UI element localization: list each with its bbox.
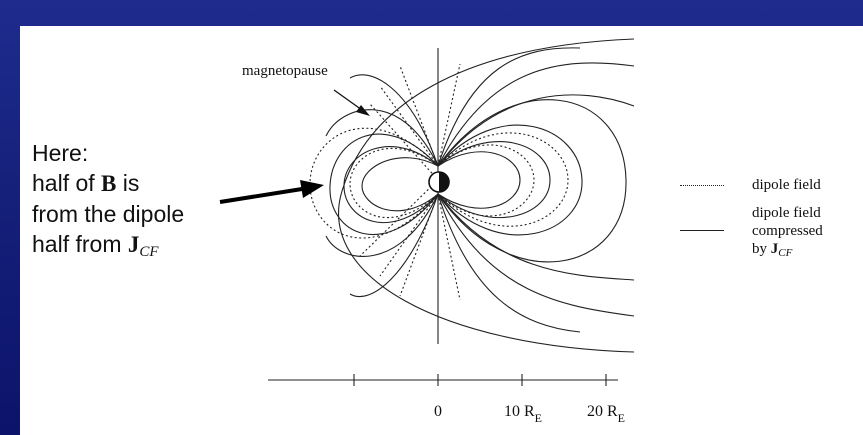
callout-line-4-pre: half from — [32, 231, 128, 257]
axis-tick-20re-sub: E — [617, 411, 626, 425]
callout-line-2: half of B is — [32, 168, 184, 199]
axis-tick-20re-text: 20 R — [587, 403, 618, 420]
magnetosphere-diagram — [219, 38, 635, 386]
legend-dotted-swatch — [680, 185, 724, 186]
callout-j-subscript: CF — [139, 244, 159, 260]
legend-j-subscript: CF — [778, 247, 793, 259]
magnetopause-label: magnetopause — [242, 63, 328, 79]
legend-compressed-line-2: compressed — [752, 223, 823, 239]
distance-axis — [268, 374, 618, 386]
callout-arrow — [219, 180, 324, 204]
legend-compressed-line-3: by JCF — [752, 240, 823, 262]
callout-j-symbol: J — [127, 232, 140, 257]
legend-j-symbol: J — [770, 241, 779, 257]
magnetopause-pointer-arrow — [333, 89, 370, 116]
compressed-field-lines — [325, 47, 635, 333]
callout-line-1: Here: — [32, 140, 89, 166]
earth-dipole — [428, 171, 450, 193]
slide-canvas: magnetopause 0 10 RE 20 RE Here: half of… — [20, 26, 863, 435]
axis-tick-10re-sub: E — [534, 411, 543, 425]
legend-compressed-by: by — [752, 241, 771, 257]
axis-tick-zero: 0 — [434, 403, 442, 420]
callout-line-2-post: is — [116, 170, 140, 196]
legend-item-compressed: dipole field compressed by JCF — [672, 204, 823, 262]
magnetopause-boundary — [338, 38, 635, 353]
legend-solid-swatch — [680, 230, 724, 231]
axis-tick-20re: 20 RE — [587, 403, 625, 426]
axis-tick-10re: 10 RE — [504, 403, 542, 426]
legend-item-dipole: dipole field — [672, 176, 823, 194]
legend-dipole-label: dipole field — [752, 177, 821, 193]
callout-line-2-pre: half of — [32, 170, 102, 196]
axis-tick-10re-text: 10 R — [504, 403, 535, 420]
callout-line-3: from the dipole — [32, 201, 185, 227]
callout-text: Here: half of B is from the dipole half … — [32, 138, 184, 267]
callout-b-symbol: B — [101, 171, 117, 196]
legend: dipole field dipole field compressed by … — [672, 176, 823, 262]
callout-line-4: half from JCF — [32, 229, 184, 267]
legend-compressed-line-1: dipole field — [752, 205, 821, 221]
